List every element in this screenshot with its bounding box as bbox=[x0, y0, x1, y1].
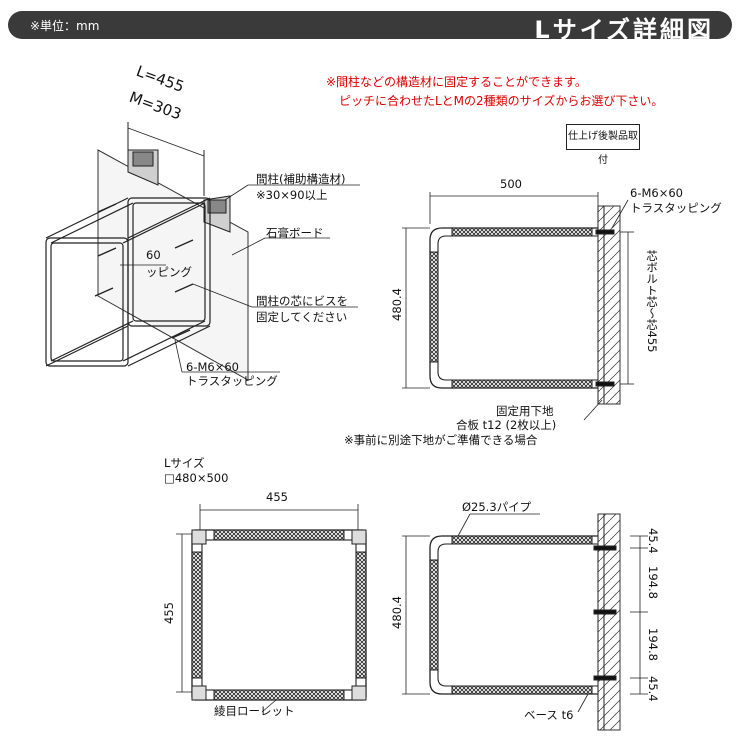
note-line-2: ピッチに合わせたLとMの2種類のサイズからお選び下さい。 bbox=[339, 94, 664, 108]
side-knurl-left bbox=[429, 559, 439, 671]
knurl-band-bottom bbox=[451, 379, 593, 389]
stud-label: 間柱(補助構造材) bbox=[256, 172, 346, 186]
dim-bottom-offset: 45.4 bbox=[646, 676, 660, 702]
bolt-bottom bbox=[595, 381, 615, 387]
unit-note: ※単位：mm bbox=[30, 19, 100, 33]
bolt-pitch-label: 芯ボルト芯～芯455 bbox=[645, 250, 659, 353]
base-label-1: 固定用下地 bbox=[496, 404, 554, 418]
stud-mount-upper bbox=[132, 151, 154, 167]
dim-lower-pitch: 194.8 bbox=[646, 628, 660, 661]
wall-section-top bbox=[597, 205, 621, 405]
side-view-top bbox=[402, 192, 634, 421]
height-480-label: 480.4 bbox=[390, 288, 404, 321]
base-plate-label: ベース t6 bbox=[524, 708, 574, 722]
base-label-2: 合板 t12 (2枚以上) bbox=[456, 418, 557, 432]
front-view bbox=[176, 504, 367, 713]
knurl-label: 綾目ローレット bbox=[214, 704, 295, 718]
note-line-1: ※間柱などの構造材に固定することができます。 bbox=[326, 75, 587, 89]
size-label-1: Lサイズ bbox=[164, 456, 205, 470]
iso-screw-spec-1: 6-M6×60 bbox=[186, 360, 239, 374]
dim-upper-pitch: 194.8 bbox=[646, 566, 660, 599]
bolt-top bbox=[595, 229, 615, 235]
gypsum-board-label: 石膏ボード bbox=[266, 226, 324, 240]
page-title: Lサイズ詳細図 bbox=[534, 16, 714, 44]
isometric-view bbox=[45, 122, 360, 381]
install-after-finish-label: 仕上げ後製品取付 bbox=[566, 124, 640, 166]
side-height-label: 480.4 bbox=[390, 596, 404, 629]
side-knurl-top bbox=[451, 535, 593, 545]
partial-screw-label: ッピング bbox=[146, 265, 192, 279]
side-screw-spec-2: トラスタッピング bbox=[630, 201, 722, 215]
base-note: ※事前に別途下地がご準備できる場合 bbox=[344, 433, 538, 447]
dim-top-offset: 45.4 bbox=[646, 528, 660, 554]
stud-mount-lower bbox=[207, 199, 227, 214]
knurl-band-left bbox=[429, 251, 439, 363]
width-500-label: 500 bbox=[500, 177, 522, 191]
stud-size-label: ※30×90以上 bbox=[256, 188, 328, 202]
front-height-label: 455 bbox=[162, 602, 176, 624]
iso-screw-spec-2: トラスタッピング bbox=[186, 374, 278, 388]
size-label-2: □480×500 bbox=[164, 471, 229, 485]
pipe-label: Ø25.3パイプ bbox=[462, 500, 532, 514]
front-width-label: 455 bbox=[266, 490, 288, 504]
screw-note-line-1: 間柱の芯にビスを bbox=[256, 294, 348, 308]
side-screw-spec-1: 6-M6×60 bbox=[630, 186, 683, 200]
side-knurl-bottom bbox=[451, 685, 593, 695]
screw-note-line-2: 固定してください bbox=[256, 310, 348, 324]
front-knurl-top bbox=[213, 529, 345, 541]
front-knurl-right bbox=[355, 551, 367, 679]
header-bar: ※単位：mm Lサイズ詳細図 bbox=[8, 11, 732, 44]
front-knurl-bottom bbox=[213, 689, 345, 701]
knurl-band-top bbox=[451, 227, 593, 237]
dim-60-label: 60 bbox=[146, 248, 161, 262]
side-view-bottom bbox=[402, 513, 648, 731]
front-knurl-left bbox=[191, 551, 203, 679]
